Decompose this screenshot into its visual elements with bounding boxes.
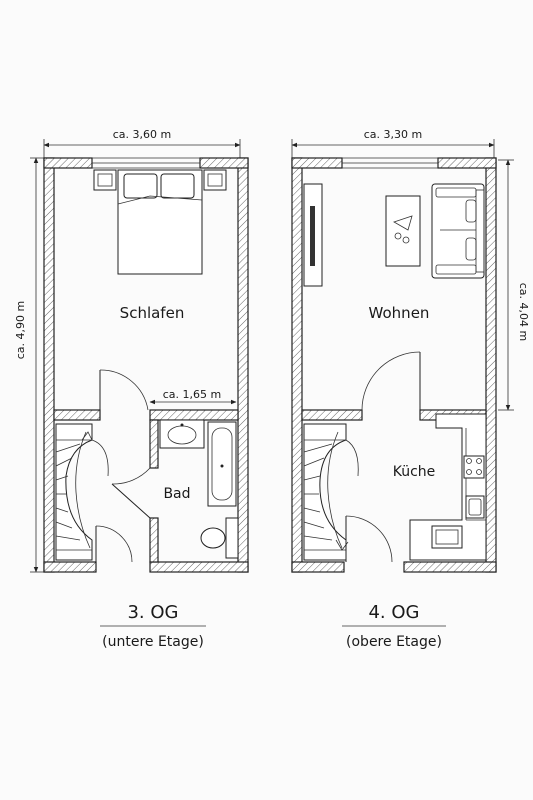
window-3og — [92, 157, 200, 169]
floor-subtitle-4og: (obere Etage) — [346, 634, 442, 650]
coffee-table — [385, 195, 421, 267]
dimension-inner-3og: ca. 1,65 m — [149, 388, 237, 405]
kitchen-sink — [465, 495, 485, 519]
floor-title-3og: 3. OG — [127, 602, 178, 623]
caption-4og: 4. OG (obere Etage) — [342, 602, 446, 650]
floor-title-4og: 4. OG — [368, 602, 419, 623]
washbasin — [159, 419, 205, 449]
dimension-label-height: ca. 4,90 m — [14, 301, 27, 360]
door-wohnen — [361, 351, 421, 411]
dimension-label-width: ca. 3,30 m — [364, 128, 423, 141]
plan-4-og: ca. 3,30 m ca. 4,04 m — [291, 128, 530, 573]
stove — [463, 455, 485, 479]
dimension-height-3og: ca. 4,90 m — [14, 157, 46, 573]
plan-3-og: ca. 3,60 m ca. 4,90 m — [14, 128, 249, 573]
sofa — [431, 183, 485, 279]
toilet — [200, 517, 239, 559]
walls-3og — [43, 157, 249, 573]
double-bed — [93, 169, 227, 275]
room-label-kueche: Küche — [393, 464, 436, 480]
window-4og — [342, 157, 438, 169]
caption-3og: 3. OG (untere Etage) — [100, 602, 206, 650]
dimension-label-height: ca. 4,04 m — [517, 283, 530, 342]
door-stair-4og — [345, 515, 393, 563]
staircase-3og — [55, 423, 109, 561]
floor-subtitle-3og: (untere Etage) — [102, 634, 204, 650]
door-stair-3og — [95, 525, 133, 563]
dimension-label-width: ca. 3,60 m — [113, 128, 172, 141]
dimension-width-3og: ca. 3,60 m — [43, 128, 241, 158]
dimension-height-4og: ca. 4,04 m — [498, 159, 530, 411]
door-schlafen — [99, 369, 149, 411]
dimension-label-inner: ca. 1,65 m — [163, 388, 222, 401]
kitchen-appliance — [431, 525, 463, 549]
bathtub — [207, 421, 237, 507]
staircase-4og — [303, 423, 359, 561]
room-label-schlafen: Schlafen — [120, 304, 185, 322]
door-bad — [111, 467, 151, 519]
room-label-wohnen: Wohnen — [369, 304, 430, 322]
dimension-width-4og: ca. 3,30 m — [291, 128, 495, 158]
room-label-bad: Bad — [163, 486, 190, 502]
tv-sideboard — [303, 183, 323, 287]
